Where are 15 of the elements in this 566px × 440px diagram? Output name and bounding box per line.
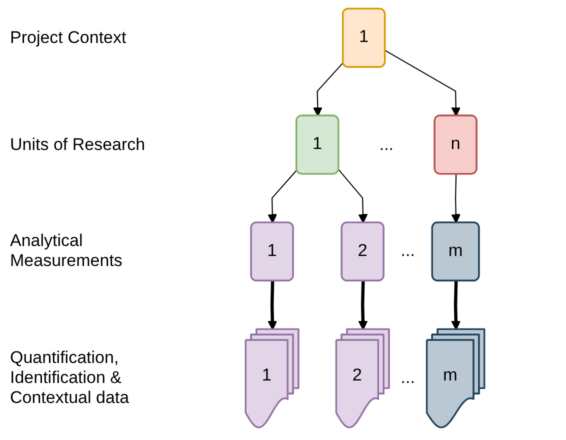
ellipsis-text: ... (379, 134, 394, 155)
tier-label: Analytical Measurements (10, 231, 124, 272)
tier-label: Quantification, Identification & Contextual data (10, 348, 130, 408)
tier-label: Project Context (10, 28, 128, 48)
arrow (451, 174, 461, 224)
arrow (451, 281, 461, 330)
arrow (268, 169, 298, 224)
ellipsis-text: ... (400, 368, 415, 388)
arrow (338, 169, 368, 224)
arrow (312, 62, 344, 116)
ellipsis-text: ... (400, 241, 415, 262)
arrow (385, 50, 461, 116)
arrow (268, 281, 278, 330)
tier-label: Units of Research (10, 134, 146, 155)
arrow (358, 281, 368, 330)
